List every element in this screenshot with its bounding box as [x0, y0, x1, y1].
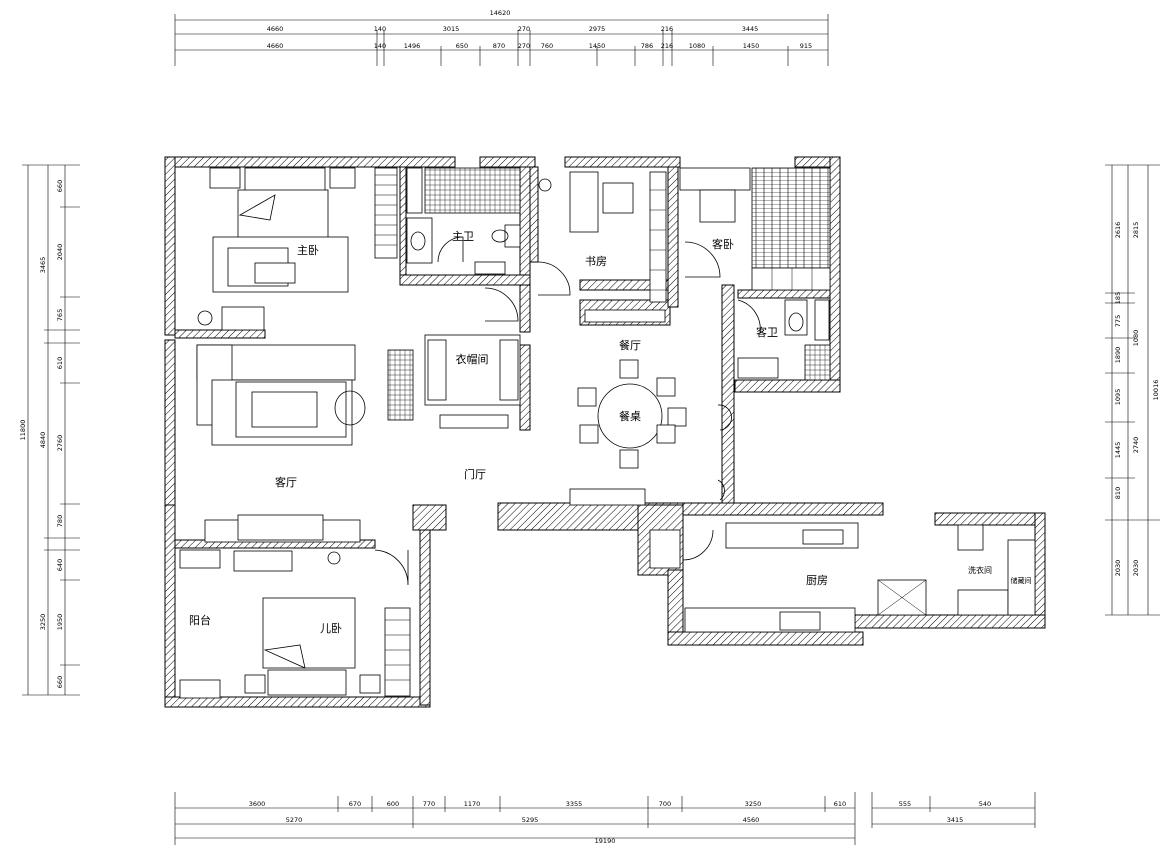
- bottom-dim-text: 1170: [464, 800, 481, 808]
- right-dim-text: 2030: [1132, 560, 1140, 577]
- kitchen: 厨房: [649, 522, 927, 633]
- top-dim-text: 140: [374, 25, 386, 33]
- storage-label: 储藏间: [1011, 576, 1032, 585]
- left-dimension-lines: [22, 164, 80, 696]
- top-dim-text: 2975: [589, 25, 606, 33]
- left-total-dimension: 11800: [19, 420, 27, 441]
- left-dim-text: 3465: [39, 257, 47, 274]
- top-dim-text: 3445: [742, 25, 759, 33]
- top-dim-text: 3015: [443, 25, 460, 33]
- top-dim-text: 216: [661, 25, 673, 33]
- bottom-dim-text: 5270: [286, 816, 303, 824]
- right-dim-text: 2815: [1132, 222, 1140, 239]
- study-label: 书房: [585, 255, 607, 268]
- bottom-dim-text: 770: [423, 800, 435, 808]
- right-dim-text: 1095: [1114, 389, 1122, 406]
- left-dim-text: 765: [56, 309, 64, 321]
- left-dim-text: 4840: [39, 432, 47, 449]
- right-dim-text: 810: [1114, 487, 1122, 499]
- guest-bedroom-label: 客卧: [712, 237, 734, 251]
- left-dim-text: 2040: [56, 244, 64, 261]
- left-dim-text: 660: [56, 180, 64, 192]
- top-dim-text: 4660: [267, 42, 284, 50]
- top-dim-text: 270: [518, 42, 530, 50]
- foyer: 门厅: [464, 467, 486, 481]
- bottom-dimension-lines: [174, 792, 1036, 845]
- cloakroom: 衣帽间: [387, 334, 521, 429]
- balcony: 阳台: [179, 549, 221, 699]
- top-total-dimension: 14620: [490, 9, 511, 17]
- bottom-dim-text: 3600: [249, 800, 266, 808]
- dining-room-label: 餐厅: [619, 338, 641, 352]
- kitchen-label: 厨房: [806, 574, 828, 587]
- master-bath-label: 主卫: [452, 230, 474, 243]
- bottom-dim-text: 3355: [566, 800, 583, 808]
- cloakroom-label: 衣帽间: [456, 352, 489, 366]
- right-dim-text: 1445: [1114, 442, 1122, 459]
- left-dim-text: 1950: [56, 614, 64, 631]
- bottom-total-dimension: 19190: [595, 837, 616, 845]
- guest-bath-label: 客卫: [756, 325, 778, 339]
- guest-bedroom: 客卧: [679, 167, 831, 291]
- master-bedroom-label: 主卧: [297, 244, 319, 257]
- guest-bath: 客卫: [737, 299, 831, 381]
- left-dim-text: 640: [56, 559, 64, 571]
- bottom-dim-text: 600: [387, 800, 399, 808]
- right-dim-text: 185: [1114, 292, 1122, 304]
- top-dim-text: 1450: [743, 42, 760, 50]
- bottom-dim-text: 3250: [745, 800, 762, 808]
- top-dim-text: 760: [541, 42, 553, 50]
- bottom-dim-text: 540: [979, 800, 991, 808]
- top-dim-text: 1496: [404, 42, 421, 50]
- top-dim-text: 1450: [589, 42, 606, 50]
- right-dim-text: 1080: [1132, 330, 1140, 347]
- laundry-label: 洗衣间: [968, 565, 992, 575]
- left-dim-text: 780: [56, 515, 64, 527]
- left-dim-text: 610: [56, 357, 64, 369]
- top-dim-text: 786: [641, 42, 653, 50]
- top-dim-text: 216: [661, 42, 673, 50]
- master-wardrobe: [374, 167, 398, 259]
- dining-room: 餐厅 餐桌: [569, 338, 687, 506]
- top-dim-text: 270: [518, 25, 530, 33]
- balcony-label: 阳台: [189, 613, 211, 627]
- bottom-dim-text: 555: [899, 800, 911, 808]
- left-dim-text: 2760: [56, 435, 64, 452]
- master-bath: 主卫: [406, 167, 521, 275]
- living-room-label: 客厅: [275, 475, 297, 489]
- study: 书房: [537, 171, 667, 323]
- top-dim-text: 650: [456, 42, 468, 50]
- top-dim-text: 4660: [267, 25, 284, 33]
- bottom-dim-text: 670: [349, 800, 361, 808]
- left-dim-text: 660: [56, 676, 64, 688]
- living-room: 客厅: [196, 344, 366, 543]
- top-dim-text: 1080: [689, 42, 706, 50]
- bottom-dim-text: 3415: [947, 816, 964, 824]
- right-dim-text: 775: [1114, 315, 1122, 327]
- dining-table-label: 餐桌: [619, 409, 641, 423]
- right-dim-text: 2616: [1114, 222, 1122, 239]
- kids-bedroom-label: 儿卧: [320, 622, 342, 635]
- right-dimension-lines: [1105, 164, 1160, 616]
- bottom-dim-text: 700: [659, 800, 671, 808]
- right-total-dimension: 10016: [1152, 380, 1160, 401]
- laundry-storage: 洗衣间 储藏间: [957, 524, 1036, 616]
- left-dim-text: 3250: [39, 614, 47, 631]
- bottom-dim-text: 610: [834, 800, 846, 808]
- top-dimension-lines: [174, 14, 829, 66]
- right-dim-text: 2030: [1114, 560, 1122, 577]
- foyer-label: 门厅: [464, 467, 486, 481]
- top-dim-text: 915: [800, 42, 812, 50]
- doors: [484, 287, 732, 501]
- bottom-dim-text: 4560: [743, 816, 760, 824]
- top-dim-text: 140: [374, 42, 386, 50]
- bottom-dim-text: 5295: [522, 816, 539, 824]
- right-dim-text: 2740: [1132, 437, 1140, 454]
- right-dim-text: 1890: [1114, 347, 1122, 364]
- top-dim-text: 870: [493, 42, 505, 50]
- master-bedroom: 主卧: [197, 167, 356, 331]
- kids-bedroom: 儿卧: [233, 549, 411, 697]
